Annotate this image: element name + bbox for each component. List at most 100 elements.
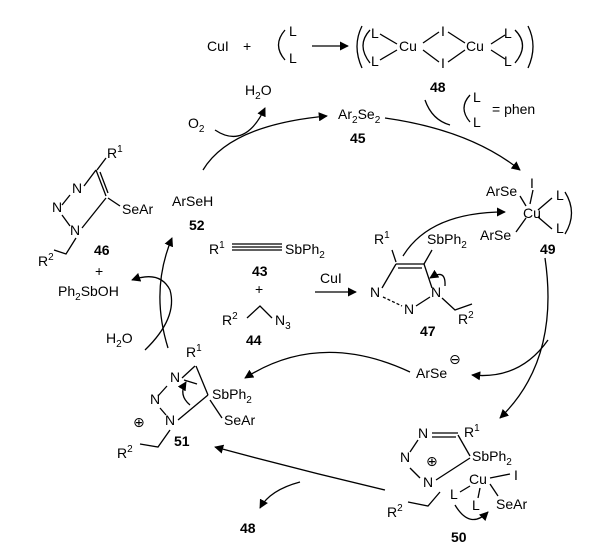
int50-L2: L bbox=[472, 497, 480, 513]
selenol-label: ArSeH bbox=[172, 193, 213, 209]
int50-sb: SbPh2 bbox=[472, 448, 512, 468]
prod46-n3: N bbox=[70, 222, 80, 238]
int51-n2: N bbox=[150, 391, 160, 407]
prod46-r1: R1 bbox=[107, 144, 123, 161]
int50-sear: SeAr bbox=[496, 496, 527, 512]
prod46-n2: N bbox=[52, 199, 62, 215]
complex49-L2: L bbox=[556, 220, 564, 236]
plus-product: + bbox=[95, 263, 103, 279]
dimer-release-arrow bbox=[259, 481, 301, 509]
azide-label-n3: N3 bbox=[275, 312, 291, 332]
cycle-arc-50-to-51 bbox=[214, 444, 386, 491]
compound-number-48: 48 bbox=[430, 79, 446, 95]
ligand-L-bottom: L bbox=[289, 50, 297, 66]
prod46-sear: SeAr bbox=[122, 201, 153, 217]
int50-curved-arrow bbox=[454, 504, 489, 522]
oxygen-water-curved-arrow bbox=[214, 107, 266, 138]
dimer-outer-bracket-left bbox=[356, 25, 363, 69]
dimer-joining-arc bbox=[424, 99, 451, 126]
prod46-r2: R2 bbox=[38, 252, 54, 269]
int51-sear: SeAr bbox=[224, 412, 255, 428]
complex49-iodide: I bbox=[530, 175, 534, 191]
ligand-L-top: L bbox=[289, 23, 297, 39]
plus-between-reagents: + bbox=[255, 281, 263, 297]
product-46: R1 N N N SeAr R2 46 + Ph2SbOH bbox=[38, 144, 153, 303]
intermediate-47: R1 SbPh2 N N N R2 47 bbox=[370, 230, 474, 339]
compound-number-43: 43 bbox=[252, 263, 268, 279]
arse-anion-charge: ⊖ bbox=[449, 351, 461, 367]
dimer-cu-right: Cu bbox=[466, 38, 484, 54]
prod46-n1: N bbox=[72, 180, 82, 196]
oxygen-label: O2 bbox=[188, 115, 205, 135]
compound-number-50: 50 bbox=[451, 529, 467, 545]
compound-number-49: 49 bbox=[540, 241, 556, 257]
cycle-arc-selenol-to-diselenide bbox=[202, 112, 328, 171]
int47-n1: N bbox=[370, 284, 380, 300]
dimer-L-4: L bbox=[504, 53, 512, 69]
cycle-arc-49-to-50 bbox=[499, 257, 549, 419]
int47-n3: N bbox=[431, 284, 441, 300]
int51-r2: R2 bbox=[117, 444, 133, 461]
water-top: H2O bbox=[245, 82, 272, 102]
ligand-legend: L L = phen bbox=[463, 89, 535, 130]
int51-n1: N bbox=[170, 369, 180, 385]
compound-number-46: 46 bbox=[94, 242, 110, 258]
legend-L-top: L bbox=[473, 89, 481, 105]
alkyne-label-r: R1 bbox=[209, 240, 225, 257]
dimer-L-2: L bbox=[371, 53, 379, 69]
cycle-arc-51-to-selenol bbox=[159, 237, 174, 349]
legend-bracket bbox=[463, 94, 471, 123]
azide-label-r: R2 bbox=[222, 311, 238, 328]
cycle-arc-diselenide-to-49 bbox=[384, 117, 521, 171]
int50-charge: ⊕ bbox=[426, 453, 438, 469]
int51-r1: R1 bbox=[186, 343, 202, 360]
int50-n3: N bbox=[423, 474, 433, 490]
dimer-L-1: L bbox=[371, 25, 379, 41]
hydrolysis-curved-arrow bbox=[131, 272, 173, 351]
legend-phen-text: = phen bbox=[492, 101, 535, 117]
catalyst-cui-label: CuI bbox=[320, 270, 342, 286]
int47-curved-arrow bbox=[429, 269, 446, 287]
arse-attack-arrow bbox=[244, 351, 411, 379]
dimer-outer-bracket-right bbox=[527, 25, 534, 69]
cu-complex-49: ArSe ArSe Cu I L L 49 bbox=[480, 175, 573, 257]
complex49-L1: L bbox=[556, 187, 564, 203]
compound-number-47: 47 bbox=[420, 323, 436, 339]
int50-n2: N bbox=[400, 449, 410, 465]
int51-n3: N bbox=[165, 412, 175, 428]
int50-L1: L bbox=[450, 486, 458, 502]
legend-L-bottom: L bbox=[473, 114, 481, 130]
released-48-label: 48 bbox=[240, 520, 256, 536]
int50-cu: Cu bbox=[469, 471, 487, 487]
int50-iodide: I bbox=[514, 467, 518, 483]
arse-anion-label: ArSe bbox=[416, 365, 447, 381]
int51-charge: ⊕ bbox=[133, 414, 145, 430]
top-equation: CuI + L L L L Cu Cu I I L L 48 bbox=[207, 23, 534, 95]
int51-sb: SbPh2 bbox=[212, 386, 252, 406]
arse-release-arrow bbox=[471, 339, 549, 381]
int51-curved-arrow bbox=[177, 381, 191, 406]
dimer-iodide-bottom: I bbox=[441, 55, 445, 71]
intermediate-50: R1 N N N ⊕ SbPh2 Cu I SeAr L L R2 50 bbox=[387, 423, 527, 545]
arse-transfer-arrow bbox=[402, 207, 506, 257]
int50-r2: R2 bbox=[387, 503, 403, 520]
int47-n2: N bbox=[404, 301, 414, 317]
intermediate-51: R1 N N N SbPh2 SeAr ⊕ R2 51 bbox=[117, 343, 255, 461]
complex49-arse-top: ArSe bbox=[486, 183, 517, 199]
compound-number-51: 51 bbox=[174, 433, 190, 449]
alkyne-label-sb: SbPh2 bbox=[285, 241, 325, 261]
int50-r1: R1 bbox=[464, 423, 480, 440]
cui-reactant-label: CuI bbox=[207, 38, 229, 54]
compound-number-52: 52 bbox=[189, 217, 205, 233]
int47-r1: R1 bbox=[374, 230, 390, 247]
plus-sign: + bbox=[243, 38, 251, 54]
dimer-cu-left: Cu bbox=[399, 38, 417, 54]
compound-number-44: 44 bbox=[246, 332, 262, 348]
dimer-iodide-top: I bbox=[441, 23, 445, 39]
dimer-left-ligand-bracket bbox=[362, 29, 371, 64]
ligand-bracket bbox=[277, 29, 286, 61]
dimer-L-3: L bbox=[504, 25, 512, 41]
int47-sb: SbPh2 bbox=[427, 231, 467, 251]
int47-r2: R2 bbox=[458, 310, 474, 327]
